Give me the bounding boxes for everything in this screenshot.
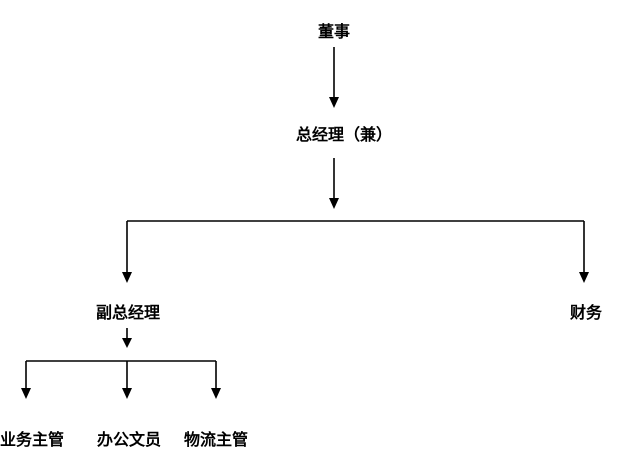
node-finance: 财务 [569,303,603,322]
edge-to-logistics-supervisor [211,361,221,399]
node-deputy-general-manager: 副总经理 [96,303,160,322]
arrowhead-icon [122,272,132,283]
edge-to-business-supervisor [21,361,31,399]
arrowhead-icon [21,388,31,399]
node-office-clerk: 办公文员 [97,430,161,449]
arrowhead-icon [122,388,132,399]
node-chairman: 董事 [318,22,350,41]
arrowhead-icon [329,198,339,209]
edge-deputy-down [122,328,132,348]
edge-chairman-to-general-manager [329,47,339,108]
node-logistics-supervisor: 物流主管 [184,430,248,449]
node-business-supervisor: 业务主管 [0,430,64,449]
arrowhead-icon [329,97,339,108]
arrowhead-icon [579,272,589,283]
edge-general-manager-down [329,158,339,209]
arrowhead-icon [211,388,221,399]
node-general-manager: 总经理（兼） [296,125,392,144]
edge-to-deputy-general-manager [122,221,132,283]
edge-to-office-clerk [122,361,132,399]
arrowhead-icon [122,338,132,348]
edge-to-finance [579,221,589,283]
